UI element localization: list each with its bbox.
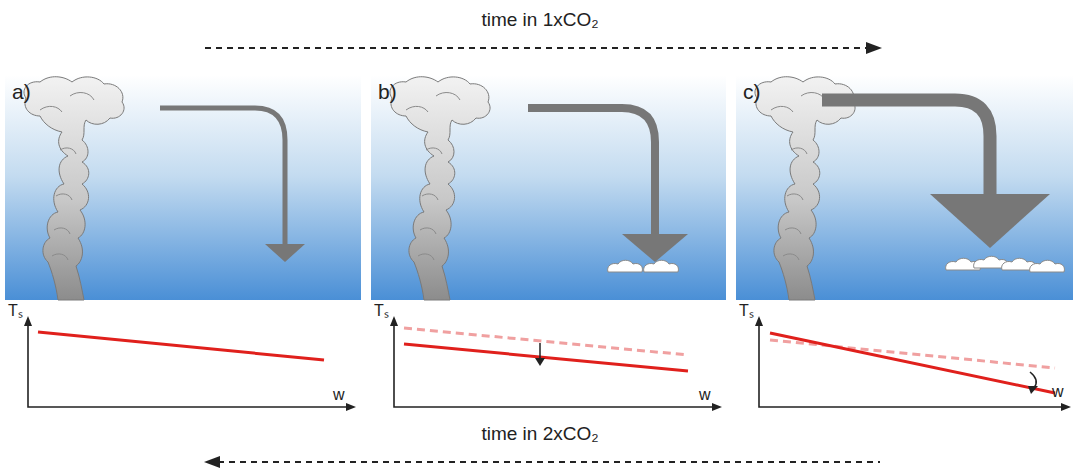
time-axis-label: time in 1xCO₂ <box>481 10 598 31</box>
time-axis-label: time in 2xCO₂ <box>481 424 598 445</box>
axis-label: w <box>333 386 345 404</box>
axis-label: w <box>1052 383 1064 401</box>
axis-label: Tₛ <box>739 302 754 320</box>
axis-label: Tₛ <box>8 302 23 320</box>
axis-label: Tₛ <box>374 302 389 320</box>
panel-letter: c) <box>743 80 761 103</box>
panel-letter: a) <box>12 80 31 103</box>
axis-label: w <box>699 386 711 404</box>
panel-letter: b) <box>378 80 397 103</box>
